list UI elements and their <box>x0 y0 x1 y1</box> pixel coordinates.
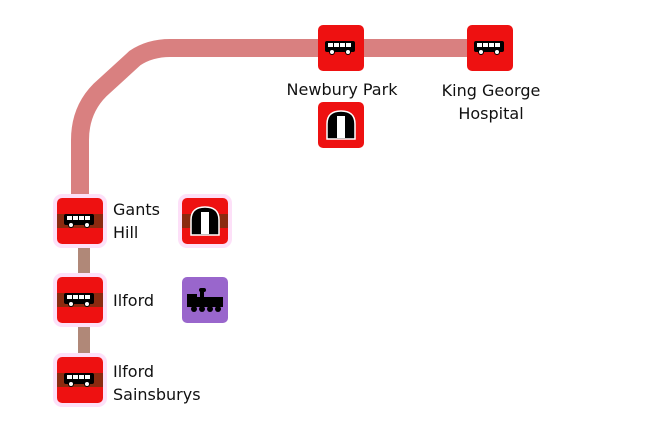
label-line: Gants <box>113 200 160 219</box>
bus-icon <box>325 40 356 55</box>
label-line: Sainsburys <box>113 385 201 404</box>
interchange-newbury-park-tube[interactable] <box>318 102 364 148</box>
label-line: Hospital <box>458 104 524 123</box>
stop-ilford-sainsburys[interactable] <box>57 357 103 403</box>
bus-icon <box>474 40 505 55</box>
train-icon <box>187 287 223 312</box>
tube-icon <box>190 206 220 236</box>
bus-icon <box>64 213 95 228</box>
label-line: King George <box>441 81 541 100</box>
tube-icon <box>326 110 356 140</box>
interchange-gants-hill-tube[interactable] <box>182 198 228 244</box>
stop-newbury-park[interactable] <box>318 25 364 71</box>
stop-gants-hill[interactable] <box>57 198 103 244</box>
bus-icon <box>64 372 95 387</box>
bus-icon <box>64 292 95 307</box>
label-line: Hill <box>113 223 139 242</box>
label-ilford: Ilford <box>113 291 155 310</box>
interchange-ilford-rail[interactable] <box>182 277 228 323</box>
stop-king-george-hospital[interactable] <box>467 25 513 71</box>
stop-ilford[interactable] <box>57 277 103 323</box>
label-newbury-park: Newbury Park <box>286 80 398 99</box>
label-line: Ilford <box>113 362 155 381</box>
